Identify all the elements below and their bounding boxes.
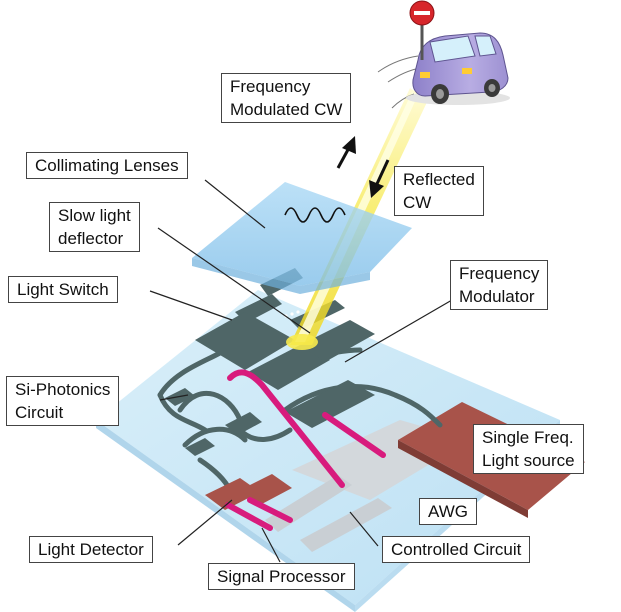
label-frequency-modulator-line1: Frequency bbox=[459, 264, 540, 283]
label-awg: AWG bbox=[419, 498, 477, 525]
label-frequency-modulator: Frequency Modulator bbox=[450, 260, 549, 310]
label-signal-processor-text: Signal Processor bbox=[217, 567, 346, 586]
electrodes bbox=[225, 369, 386, 531]
label-collimating-lenses-text: Collimating Lenses bbox=[35, 156, 179, 175]
label-si-photonics-circuit-line1: Si-Photonics bbox=[15, 380, 111, 399]
leader-lines bbox=[149, 179, 453, 563]
label-signal-processor: Signal Processor bbox=[208, 563, 355, 590]
label-single-freq-light-source-line2: Light source bbox=[482, 451, 575, 470]
label-single-freq-light-source: Single Freq. Light source bbox=[473, 424, 584, 474]
label-light-detector-text: Light Detector bbox=[38, 540, 144, 559]
label-frequency-modulator-line2: Modulator bbox=[459, 287, 535, 306]
label-si-photonics-circuit: Si-Photonics Circuit bbox=[6, 376, 120, 426]
label-collimating-lenses: Collimating Lenses bbox=[26, 152, 188, 179]
label-slow-light-deflector: Slow light deflector bbox=[49, 202, 140, 252]
label-reflected-cw-line2: CW bbox=[403, 193, 432, 212]
emitted-wave bbox=[284, 207, 346, 223]
label-light-detector: Light Detector bbox=[29, 536, 153, 563]
label-awg-text: AWG bbox=[428, 502, 468, 521]
label-controlled-circuit-text: Controlled Circuit bbox=[391, 540, 522, 559]
label-reflected-cw: Reflected CW bbox=[394, 166, 484, 216]
label-reflected-cw-line1: Reflected bbox=[403, 170, 475, 189]
label-slow-light-deflector-line2: deflector bbox=[58, 229, 124, 248]
reflected-arrow bbox=[369, 159, 390, 198]
light-detector-blocks bbox=[205, 474, 292, 510]
label-light-switch-text: Light Switch bbox=[17, 280, 109, 299]
label-light-switch: Light Switch bbox=[8, 276, 118, 303]
car bbox=[406, 32, 510, 105]
label-frequency-modulated-cw-line1: Frequency bbox=[230, 77, 311, 96]
emitted-arrow bbox=[336, 136, 356, 169]
label-slow-light-deflector-line1: Slow light bbox=[58, 206, 131, 225]
collimating-lens bbox=[192, 182, 412, 294]
label-controlled-circuit: Controlled Circuit bbox=[382, 536, 531, 563]
label-si-photonics-circuit-line2: Circuit bbox=[15, 403, 64, 422]
label-frequency-modulated-cw-line2: Modulated CW bbox=[230, 100, 343, 119]
label-frequency-modulated-cw: Frequency Modulated CW bbox=[221, 73, 352, 123]
label-single-freq-light-source-line1: Single Freq. bbox=[482, 428, 574, 447]
no-entry-sign bbox=[409, 0, 435, 60]
